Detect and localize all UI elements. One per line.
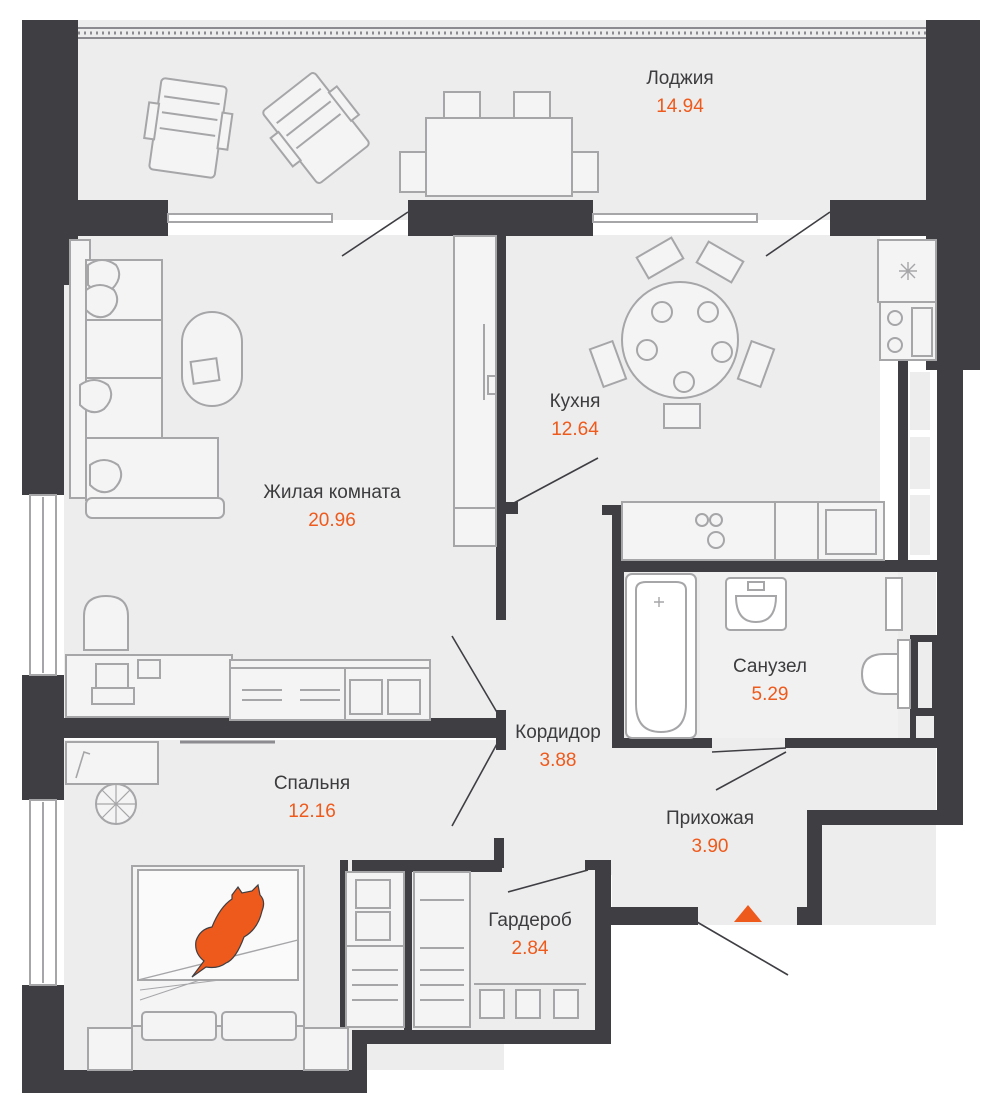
wall-ward-inner [404, 870, 412, 1030]
wall-kitchen-stub [506, 502, 518, 514]
wall-hall-right-2 [807, 810, 937, 825]
shaft-details [910, 372, 934, 738]
loggia-table [425, 117, 573, 197]
room-label-loggia: Лоджия 14.94 [610, 66, 750, 122]
loggia-window [78, 27, 926, 39]
window-loggia-1 [167, 213, 333, 223]
room-name: Кордидор [515, 722, 601, 743]
wall-living-kitchen [496, 235, 506, 620]
room-label-bedroom: Спальня 12.16 [242, 771, 382, 827]
wall-left-top [22, 20, 78, 285]
room-area: 5.29 [751, 684, 789, 705]
room-area: 12.16 [288, 801, 336, 822]
entrance-triangle-icon [734, 905, 762, 922]
wall-loggia-right [830, 200, 936, 236]
living-furniture [65, 239, 431, 721]
wall-bed-ward-top [352, 860, 502, 872]
window-loggia-2 [592, 213, 758, 223]
tall-cabinet [453, 235, 497, 547]
room-label-corridor: Кордидор 3.88 [488, 720, 628, 776]
wall-bath-right [898, 360, 908, 570]
wall-living-bedroom-2 [230, 728, 504, 738]
walls [22, 20, 980, 1093]
chair [83, 594, 129, 651]
wall-left-2 [22, 675, 64, 800]
room-name: Лоджия [646, 68, 714, 89]
wall-entrance-left [595, 907, 698, 925]
room-name: Жилая комната [263, 482, 401, 503]
kitchen-furniture [588, 236, 937, 561]
room-name: Спальня [273, 773, 351, 794]
door-swings [341, 211, 831, 976]
corridor-floor [504, 505, 624, 875]
lamp-icon [75, 750, 91, 779]
windows [29, 213, 758, 986]
wall-loggia-left [66, 200, 168, 236]
room-name: Гардероб [488, 910, 572, 931]
wall-loggia-mid [408, 200, 593, 236]
wall-bath-bottom2 [785, 738, 937, 748]
hallway-floor [612, 745, 936, 925]
wall-bottom-mid [352, 1030, 602, 1044]
wardrobe-furniture [345, 871, 586, 1028]
cat-icon [191, 883, 265, 978]
wall-corr-bed [496, 710, 506, 750]
room-area: 3.88 [539, 750, 577, 771]
wall-ward-top-right [585, 860, 611, 870]
wall-wardrobe-right [595, 860, 611, 1044]
washer [885, 577, 903, 631]
room-area: 12.64 [551, 419, 599, 440]
wall-left-1 [22, 280, 64, 495]
wall-right-low [937, 360, 963, 825]
room-label-kitchen: Кухня 12.64 [505, 389, 645, 445]
room-label-wardrobe: Гардероб 2.84 [460, 908, 600, 964]
wall-ward-left [340, 860, 348, 1035]
wall-bath-bottom [612, 738, 712, 748]
room-label-living: Жилая комната 20.96 [232, 480, 432, 536]
room-name: Санузел [732, 656, 807, 677]
wall-bottom-left [22, 1070, 367, 1093]
wall-bath-stub [602, 505, 624, 515]
room-name: Кухня [549, 391, 601, 412]
wall-hall-right [807, 810, 822, 925]
room-label-bathroom: Санузел 5.29 [700, 654, 840, 710]
wall-bath-top [612, 560, 937, 572]
room-area: 3.90 [691, 836, 729, 857]
room-name: Прихожая [665, 808, 755, 829]
bathroom-fixtures [625, 572, 911, 739]
room-area: 14.94 [656, 96, 704, 117]
wall-bed-ward-top2 [494, 838, 504, 868]
room-area: 2.84 [511, 938, 549, 959]
loggia-furniture [143, 72, 599, 197]
room-area: 20.96 [308, 510, 356, 531]
room-label-hallway: Прихожая 3.90 [640, 806, 780, 862]
lounge-chair-1 [143, 77, 234, 179]
lounge-chair-2 [262, 72, 370, 184]
